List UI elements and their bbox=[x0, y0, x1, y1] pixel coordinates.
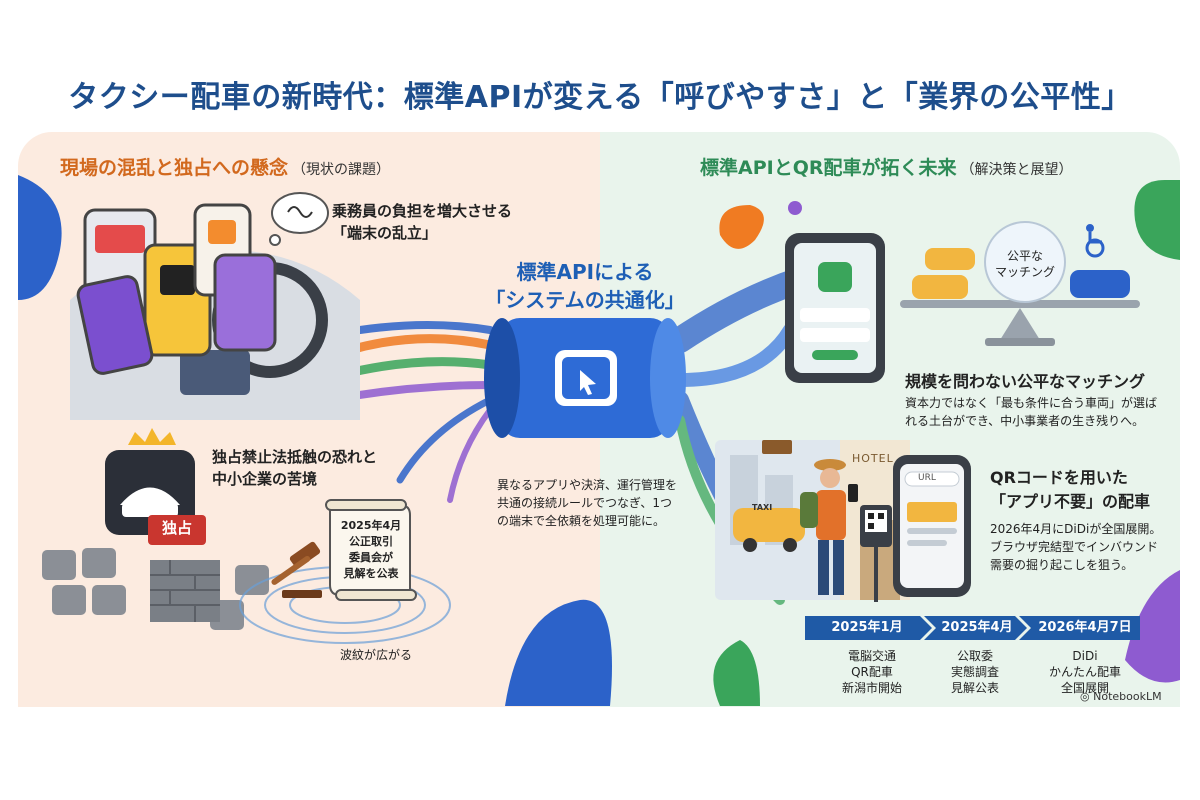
notebooklm-logo-icon: ◎ bbox=[1080, 690, 1090, 703]
issue-terminal-clutter: 乗務員の負担を増大させる 「端末の乱立」 bbox=[332, 200, 512, 244]
left-heading-sub: （現状の課題） bbox=[292, 162, 391, 178]
tourist-person-icon bbox=[800, 459, 858, 595]
issue2-line2: 中小企業の苦境 bbox=[212, 470, 318, 488]
qr-title: QRコードを用いた 「アプリ不要」の配車 bbox=[990, 466, 1150, 514]
center-desc-line2: 共通の接続ルールでつなぎ、1つ bbox=[497, 496, 673, 510]
wheelchair-icon bbox=[1085, 224, 1105, 258]
purple-dot bbox=[788, 201, 802, 215]
timeline-2-line1: 公取委 bbox=[956, 649, 993, 663]
center-desc-line3: の端末で全依頼を処理可能に。 bbox=[497, 514, 666, 528]
brand-text: NotebookLM bbox=[1093, 690, 1162, 703]
stress-thought-bubble-icon bbox=[269, 192, 329, 246]
scroll-line2: 公正取引 bbox=[349, 535, 393, 548]
qr-desc-line3: 需要の掘り起こしを狙う。 bbox=[990, 558, 1134, 572]
ftc-scroll-text: 2025年4月 公正取引 委員会が 見解を公表 bbox=[332, 518, 410, 582]
timeline-3-line3: 全国展開 bbox=[1060, 681, 1109, 695]
url-label: URL bbox=[918, 473, 936, 483]
gavel-icon bbox=[271, 541, 322, 598]
issue-antitrust: 独占禁止法抵触の恐れと 中小企業の苦境 bbox=[212, 446, 377, 490]
right-heading-sub: （解決策と展望） bbox=[960, 162, 1073, 178]
monopoly-badge: 独占 bbox=[161, 519, 192, 537]
fair-matching-label: 公平な マッチング bbox=[985, 248, 1065, 280]
qr-title-line1: QRコードを用いた bbox=[990, 468, 1128, 487]
scroll-line3: 委員会が bbox=[349, 551, 393, 564]
timeline-2-line3: 見解公表 bbox=[950, 681, 999, 695]
right-heading-text: 標準APIとQR配車が拓く未来 bbox=[700, 157, 957, 179]
balance-scale-icon bbox=[900, 221, 1140, 346]
timeline-1-line3: 新潟市開始 bbox=[841, 681, 902, 695]
qr-desc-line2: ブラウザ完結型でインバウンド bbox=[990, 540, 1159, 554]
notebooklm-brand: ◎ NotebookLM bbox=[1080, 690, 1162, 703]
dashboard-illustration bbox=[70, 203, 360, 420]
qr-stand-icon bbox=[860, 505, 892, 602]
small-cars-icon bbox=[42, 548, 269, 630]
monopoly-crown-icon bbox=[105, 428, 206, 545]
document-scroll-icon bbox=[325, 499, 417, 601]
scale-label-line1: 公平な bbox=[1006, 249, 1043, 263]
right-section-heading: 標準APIとQR配車が拓く未来（解決策と展望） bbox=[700, 153, 1072, 180]
scale-label-line2: マッチング bbox=[994, 265, 1055, 279]
center-desc-line1: 異なるアプリや決済、運行管理を bbox=[497, 478, 678, 492]
purple-blob-right bbox=[1125, 570, 1180, 683]
timeline-item-2: 公取委 実態調査 見解公表 bbox=[930, 648, 1020, 696]
qr-title-line2: 「アプリ不要」の配車 bbox=[990, 492, 1151, 511]
qr-desc-line1: 2026年4月にDiDiが全国展開。 bbox=[990, 522, 1162, 536]
blue-blob-bottom bbox=[505, 599, 612, 706]
timeline-2-line2: 実態調査 bbox=[950, 665, 999, 679]
orange-blob-right bbox=[719, 205, 764, 249]
timeline-item-1: 電脳交通 QR配車 新潟市開始 bbox=[822, 648, 922, 696]
matching-description: 資本力ではなく「最も条件に合う車両」が選ば れる土台ができ、中小事業者の生き残り… bbox=[905, 394, 1165, 430]
page-title: タクシー配車の新時代：標準APIが変える「呼びやすさ」と「業界の公平性」 bbox=[68, 80, 1132, 115]
green-blob-bottom-right bbox=[713, 640, 760, 706]
timeline-1-line1: 電脳交通 bbox=[847, 649, 896, 663]
hotel-sign: HOTEL bbox=[852, 452, 894, 465]
api-pipe bbox=[484, 318, 686, 438]
timeline-item-3: DiDi かんたん配車 全国展開 bbox=[1030, 648, 1140, 696]
timeline-arrows bbox=[805, 616, 1140, 640]
center-label-line1: 標準APIによる bbox=[516, 260, 654, 284]
ripple-label: 波紋が広がる bbox=[340, 648, 413, 662]
green-blob-right bbox=[1134, 180, 1180, 260]
timeline-date-1: 2025年1月 bbox=[831, 620, 903, 635]
issue2-line1: 独占禁止法抵触の恐れと bbox=[212, 448, 378, 466]
api-description: 異なるアプリや決済、運行管理を 共通の接続ルールでつなぎ、1つ の端末で全依頼を… bbox=[497, 476, 697, 530]
timeline-3-line2: かんたん配車 bbox=[1048, 665, 1121, 679]
left-heading-text: 現場の混乱と独占への懸念 bbox=[60, 157, 289, 179]
blue-blob-left bbox=[18, 175, 62, 300]
matching-title: 規模を問わない公平なマッチング bbox=[905, 372, 1146, 391]
timeline-1-line2: QR配車 bbox=[851, 665, 893, 679]
smartphone-browser-icon bbox=[893, 455, 971, 597]
center-label-line2: 「システムの共通化」 bbox=[485, 288, 685, 312]
tablet-app-icon bbox=[785, 233, 885, 383]
scroll-line4: 見解を公表 bbox=[343, 567, 399, 580]
timeline-date-2: 2025年4月 bbox=[941, 620, 1013, 635]
left-section-heading: 現場の混乱と独占への懸念（現状の課題） bbox=[60, 153, 390, 180]
timeline-3-line1: DiDi bbox=[1072, 649, 1098, 663]
matching-desc-line2: れる土台ができ、中小事業者の生き残りへ。 bbox=[905, 414, 1145, 428]
scroll-line1: 2025年4月 bbox=[340, 519, 402, 532]
brick-wall-icon bbox=[150, 560, 220, 622]
issue1-line2: 「端末の乱立」 bbox=[332, 224, 438, 242]
matching-desc-line1: 資本力ではなく「最も条件に合う車両」が選ば bbox=[905, 396, 1158, 410]
issue1-line1: 乗務員の負担を増大させる bbox=[332, 202, 513, 220]
streams-left bbox=[326, 321, 495, 503]
timeline-date-3: 2026年4月7日 bbox=[1038, 620, 1132, 635]
taxi-sign: TAXI bbox=[752, 503, 773, 512]
api-common-label: 標準APIによる 「システムの共通化」 bbox=[465, 258, 705, 314]
qr-description: 2026年4月にDiDiが全国展開。 ブラウザ完結型でインバウンド 需要の掘り起… bbox=[990, 520, 1170, 574]
